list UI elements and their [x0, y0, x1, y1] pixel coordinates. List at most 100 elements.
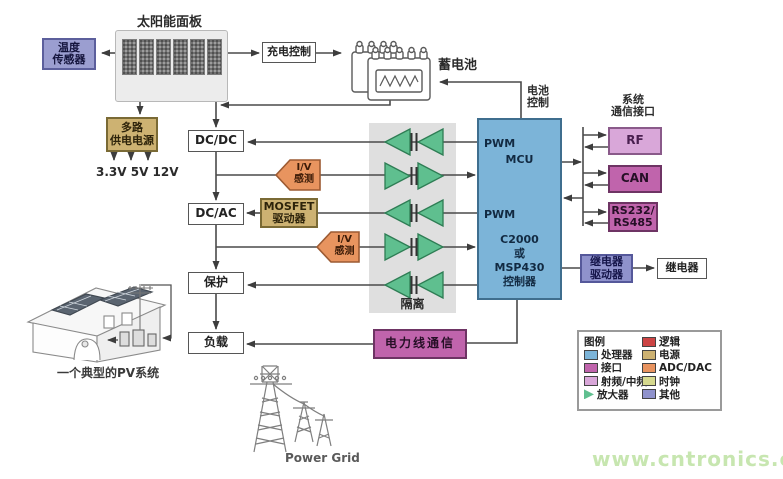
power-grid-label: Power Grid — [285, 451, 360, 465]
battery-control-line1: 电池 — [527, 84, 549, 97]
chip-line2: 或 — [514, 247, 525, 260]
amplifier-swatch-icon — [584, 389, 594, 400]
amplifier-pair-icons — [383, 127, 445, 300]
solar-cell-column — [173, 39, 188, 75]
multi-power-line1: 多路 — [121, 121, 143, 135]
legend-item-other: 其他 — [642, 388, 718, 401]
legend-label: 接口 — [601, 362, 622, 375]
load-box: 负载 — [188, 332, 244, 354]
can-box: CAN — [608, 165, 662, 193]
iv-line1: I/V — [336, 234, 353, 245]
legend-item-interface: 接口 — [584, 361, 642, 374]
legend-label: 电源 — [659, 349, 680, 362]
solar-panel-graphic — [115, 30, 228, 102]
iv-sense-1-label: I/V 感测 — [288, 162, 320, 185]
multi-power-line2: 供电电源 — [110, 133, 154, 147]
amplifier-pair-icon — [383, 127, 444, 157]
solar-cell-column — [122, 39, 137, 75]
legend-item-processor: 处理器 — [584, 348, 642, 361]
relay-driver-line1: 继电器 — [590, 255, 623, 269]
iv-line2: 感测 — [294, 173, 314, 185]
solar-cell-column — [139, 39, 154, 75]
legend-label: 放大器 — [597, 388, 629, 401]
rf-box: RF — [608, 127, 662, 155]
legend-label: 处理器 — [601, 349, 633, 362]
legend-title-text: 图例 — [584, 336, 605, 349]
interface-swatch — [584, 362, 598, 373]
legend-item-clock: 时钟 — [642, 375, 718, 388]
legend-label: 时钟 — [659, 375, 680, 388]
chip-line4: 控制器 — [503, 275, 536, 288]
legend-item-logic: 逻辑 — [642, 335, 718, 348]
mosfet-driver-box: MOSFET 驱动器 — [260, 198, 318, 228]
legend-item-adcdac: ADC/DAC — [642, 361, 718, 374]
sys-comm-line1: 系统 — [622, 93, 644, 106]
watermark: www.cntronics.com — [592, 447, 783, 471]
legend-item-rfif: 射频/中频 — [584, 375, 647, 388]
rs-line2: RS485 — [613, 216, 653, 229]
legend-item-power: 电源 — [642, 348, 718, 361]
battery-icon — [351, 40, 431, 101]
clock-swatch — [642, 376, 656, 387]
amplifier-pair-icon — [383, 198, 444, 228]
iv-line2: 感测 — [334, 245, 355, 257]
iv-line1: I/V — [296, 162, 312, 173]
iv-sense-2-label: I/V 感测 — [330, 234, 359, 257]
chip-line3: MSP430 — [494, 261, 545, 274]
mcu-name-label: MCU — [505, 153, 534, 166]
adcdac-swatch — [642, 362, 656, 373]
legend-label: 逻辑 — [659, 336, 680, 349]
power-swatch — [642, 349, 656, 360]
legend-label: 其他 — [659, 388, 680, 401]
relay-box: 继电器 — [657, 258, 707, 279]
pv-system-caption: 一个典型的PV系统 — [57, 366, 160, 380]
rfif-swatch — [584, 376, 598, 387]
mosfet-line1: MOSFET — [263, 199, 315, 213]
legend-item-amplifier: 放大器 — [584, 388, 642, 401]
pwm-top-label: PWM — [484, 137, 516, 150]
chip-line1: C2000 — [500, 233, 539, 246]
processor-swatch — [584, 349, 598, 360]
relay-driver-line2: 驱动器 — [590, 267, 623, 281]
voltage-rails-label: 3.3V 5V 12V — [96, 165, 179, 179]
amplifier-pair-icon — [384, 161, 445, 191]
relay-driver-box: 继电器 驱动器 — [580, 254, 633, 283]
solar-cell-column — [190, 39, 205, 75]
dcdc-box: DC/DC — [188, 130, 244, 152]
house-icon — [26, 284, 172, 363]
solar-panel-title: 太阳能面板 — [137, 15, 203, 30]
amplifier-pair-icon — [384, 232, 445, 262]
battery-label: 蓄电池 — [438, 58, 478, 73]
iv-sense-shapes — [274, 159, 360, 263]
battery-control-line2: 控制 — [527, 96, 549, 109]
legend-label: 射频/中频 — [601, 375, 647, 388]
temperature-sensor-line2: 传感器 — [52, 53, 86, 66]
solar-cell-column — [207, 39, 222, 75]
protection-box: 保护 — [188, 272, 244, 294]
mcu-block: PWM MCU PWM C2000 或 MSP430 控制器 — [477, 118, 562, 300]
temperature-sensor-box: 温度 传感器 — [42, 38, 96, 70]
other-swatch — [642, 389, 656, 400]
mcu-chip-label: C2000 或 MSP430 控制器 — [479, 233, 560, 289]
legend: 图例 逻辑 处理器 电源 接口 ADC/DAC 射频/中频 时钟 — [577, 330, 722, 411]
mosfet-line2: 驱动器 — [272, 212, 306, 225]
dcac-box: DC/AC — [188, 203, 244, 225]
charge-control-box: 充电控制 — [262, 42, 316, 63]
rs-line1: RS232/ — [611, 203, 655, 217]
system-comm-label: 系统 通信接口 — [597, 94, 669, 118]
logic-swatch — [642, 336, 656, 347]
rs232-rs485-box: RS232/ RS485 — [608, 202, 658, 232]
power-grid-icon — [250, 365, 333, 453]
pwm-bottom-label: PWM — [484, 208, 516, 221]
isolation-label: 隔离 — [400, 297, 425, 311]
temperature-sensor-line1: 温度 — [58, 40, 80, 54]
legend-title: 图例 — [584, 335, 642, 348]
power-line-comm-box: 电力线通信 — [373, 329, 467, 359]
legend-label: ADC/DAC — [659, 361, 712, 374]
sys-comm-line2: 通信接口 — [611, 105, 655, 118]
solar-cell-column — [156, 39, 171, 75]
battery-control-label: 电池 控制 — [527, 85, 549, 109]
multi-power-supply-box: 多路 供电电源 — [106, 117, 158, 152]
